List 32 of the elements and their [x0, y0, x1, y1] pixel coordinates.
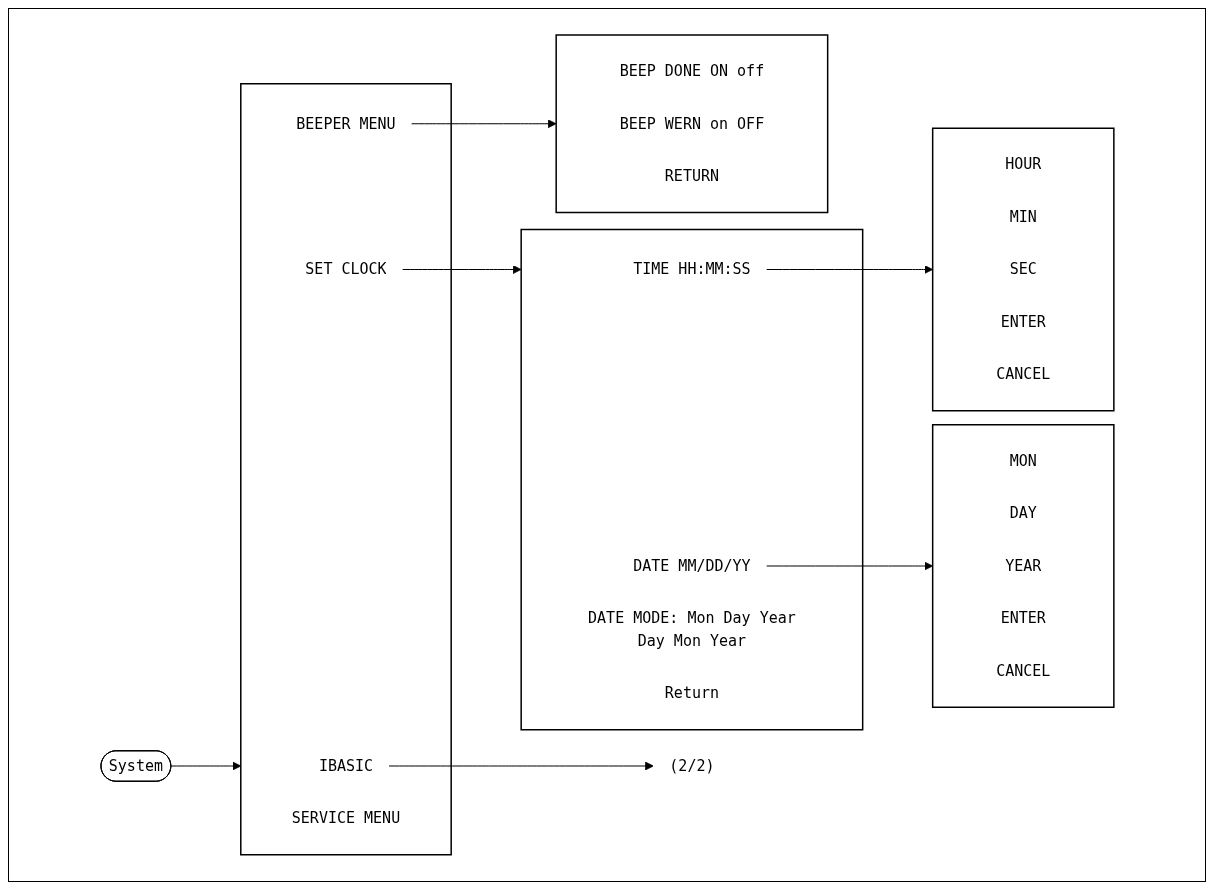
node-text: CANCEL: [995, 661, 1050, 680]
node-text: CANCEL: [995, 365, 1050, 384]
cluster: [931, 424, 1115, 709]
arrow: [401, 265, 522, 274]
cluster: [239, 83, 452, 856]
node-text: YEAR: [1004, 556, 1041, 575]
node-text: ENTER: [1000, 312, 1046, 331]
node-text: SEC: [1009, 260, 1037, 279]
cluster: [555, 34, 828, 214]
node-text: TIME HH:MM:SS: [632, 260, 751, 279]
arrow: [388, 761, 654, 771]
node-text: Return: [664, 684, 719, 703]
node-text: BEEPER MENU: [295, 114, 396, 133]
node-text: DATE MM/DD/YY: [632, 556, 751, 575]
node-text: SET CLOCK: [304, 260, 387, 279]
node-text: SERVICE MENU: [291, 809, 400, 828]
arrow: [765, 265, 933, 274]
node-text: IBASIC: [318, 756, 373, 775]
node-text: MON: [1009, 451, 1037, 470]
node-text: DAY: [1009, 504, 1037, 523]
node-text: HOUR: [1004, 155, 1041, 174]
node-text: MIN: [1009, 207, 1037, 226]
node-text: DATE MODE: Mon Day Year Day Mon Year: [587, 609, 796, 650]
node-text: (2/2): [668, 756, 715, 775]
cluster: [931, 127, 1115, 412]
cluster: [520, 228, 863, 731]
node-text: RETURN: [664, 167, 719, 186]
arrow: [169, 761, 241, 771]
node-text: ENTER: [1000, 609, 1046, 628]
arrow: [765, 561, 933, 571]
node-text: BEEP DONE ON off: [619, 62, 764, 81]
node-text: BEEP WERN on OFF: [619, 114, 764, 133]
